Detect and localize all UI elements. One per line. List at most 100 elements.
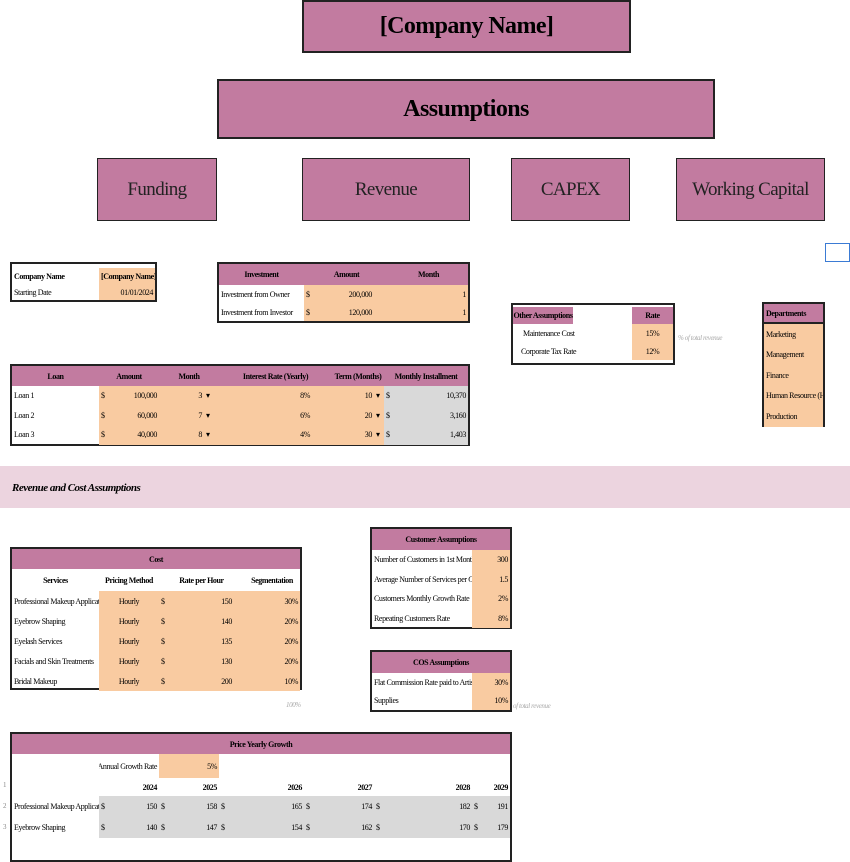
row-label: Annual Growth Rate — [99, 761, 157, 771]
department-item[interactable]: Production — [764, 406, 823, 427]
price-cell: $154 — [219, 817, 304, 838]
pricing-method[interactable]: Hourly — [99, 611, 159, 631]
dropdown-arrow-icon[interactable]: ▾ — [204, 386, 219, 406]
currency: $ — [99, 425, 109, 445]
price-cell: $182 — [374, 796, 472, 817]
column-header: Departments — [764, 304, 823, 322]
month-select[interactable]: 8 — [159, 425, 204, 445]
dropdown-arrow-icon[interactable]: ▾ — [374, 405, 384, 425]
segmentation-input[interactable]: 20% — [234, 611, 300, 631]
value-input[interactable]: 8% — [472, 608, 510, 628]
department-item[interactable]: Finance — [764, 365, 823, 386]
month-select[interactable]: 7 — [159, 405, 204, 425]
segmentation-input[interactable]: 30% — [234, 591, 300, 611]
pricing-method[interactable]: Hourly — [99, 591, 159, 611]
amount-input[interactable]: 200,000 — [314, 285, 374, 303]
price-cell: $165 — [219, 796, 304, 817]
segmentation-input[interactable]: 10% — [234, 671, 300, 691]
department-item[interactable]: Human Resource (HR) — [764, 385, 823, 406]
column-header: Term (Months) — [332, 366, 384, 386]
currency: $ — [101, 802, 105, 811]
term-select[interactable]: 10 — [312, 386, 374, 406]
month-select[interactable]: 1 — [374, 285, 468, 303]
row-label: Flat Commission Rate paid to Artists — [374, 677, 472, 687]
header-row: Customer Assumptions — [372, 529, 510, 550]
dropdown-arrow-icon[interactable]: ▾ — [204, 405, 219, 425]
dropdown-arrow-icon[interactable]: ▾ — [204, 425, 219, 445]
nav-working-capital-button[interactable]: Working Capital — [676, 158, 825, 221]
row-label: Loan 2 — [14, 410, 35, 420]
row-label: Customers Monthly Growth Rate — [374, 594, 470, 604]
service-name: Professional Makeup Applications — [14, 596, 99, 606]
department-item[interactable]: Management — [764, 344, 823, 365]
month-select[interactable]: 1 — [374, 303, 468, 321]
dropdown-arrow-icon[interactable]: ▾ — [374, 386, 384, 406]
currency: $ — [161, 802, 165, 811]
currency: $ — [161, 823, 165, 832]
rate-input[interactable]: 6% — [219, 405, 312, 425]
column-header: Other Assumptions — [513, 307, 573, 324]
row-label: Investment from Owner — [221, 289, 290, 299]
installment-value: 10,370 — [394, 386, 468, 406]
amount-input[interactable]: 100,000 — [109, 386, 159, 406]
currency: $ — [159, 671, 189, 691]
service-name: Eyebrow Shaping — [14, 616, 66, 626]
nav-capex-button[interactable]: CAPEX — [511, 158, 630, 221]
rate-input[interactable]: 135 — [189, 631, 234, 651]
dropdown-arrow-icon[interactable]: ▾ — [374, 425, 384, 445]
value-input[interactable]: 10% — [472, 691, 510, 710]
value-input[interactable]: 300 — [472, 550, 510, 570]
value-input[interactable]: 1.5 — [472, 569, 510, 589]
pricing-method[interactable]: Hourly — [99, 631, 159, 651]
price-value: 150 — [146, 802, 157, 811]
amount-input[interactable]: 40,000 — [109, 425, 159, 445]
pricing-method[interactable]: Hourly — [99, 671, 159, 691]
rate-input[interactable]: 4% — [219, 425, 312, 445]
column-header: Pricing Method — [105, 575, 153, 585]
currency: $ — [159, 611, 189, 631]
rate-input[interactable]: 140 — [189, 611, 234, 631]
segmentation-input[interactable]: 20% — [234, 631, 300, 651]
month-select[interactable]: 3 — [159, 386, 204, 406]
list-item: Management — [764, 344, 823, 365]
selected-cell[interactable] — [825, 243, 850, 262]
column-header: Rate — [632, 307, 673, 324]
term-select[interactable]: 30 — [312, 425, 374, 445]
input-cell[interactable]: [Company Name] — [99, 268, 155, 284]
growth-rate-input[interactable]: 5% — [159, 754, 219, 778]
amount-input[interactable]: 120,000 — [314, 303, 374, 321]
currency: $ — [306, 802, 310, 811]
row-label: Investment from Investor — [221, 307, 293, 317]
rate-input[interactable]: 150 — [189, 591, 234, 611]
row-label: Maintenance Cost — [523, 328, 575, 338]
rate-input[interactable]: 8% — [219, 386, 312, 406]
nav-funding-button[interactable]: Funding — [97, 158, 217, 221]
currency: $ — [159, 591, 189, 611]
pricing-method[interactable]: Hourly — [99, 651, 159, 671]
value-input[interactable]: 30% — [472, 673, 510, 692]
rate-input[interactable]: 130 — [189, 651, 234, 671]
nav-revenue-button[interactable]: Revenue — [302, 158, 470, 221]
amount-input[interactable]: 60,000 — [109, 405, 159, 425]
service-name: Bridal Makeup — [14, 676, 58, 686]
row-number: 2 — [3, 802, 7, 810]
value-input[interactable]: 2% — [472, 589, 510, 609]
currency: $ — [376, 823, 380, 832]
term-select[interactable]: 20 — [312, 405, 374, 425]
company-title: [Company Name] — [302, 0, 631, 53]
segmentation-input[interactable]: 20% — [234, 651, 300, 671]
rate-input[interactable]: 200 — [189, 671, 234, 691]
input-cell[interactable]: 01/01/2024 — [99, 284, 155, 300]
rate-input[interactable]: 12% — [632, 342, 673, 360]
department-item[interactable]: Marketing — [764, 324, 823, 345]
rate-input[interactable]: 15% — [632, 324, 673, 342]
